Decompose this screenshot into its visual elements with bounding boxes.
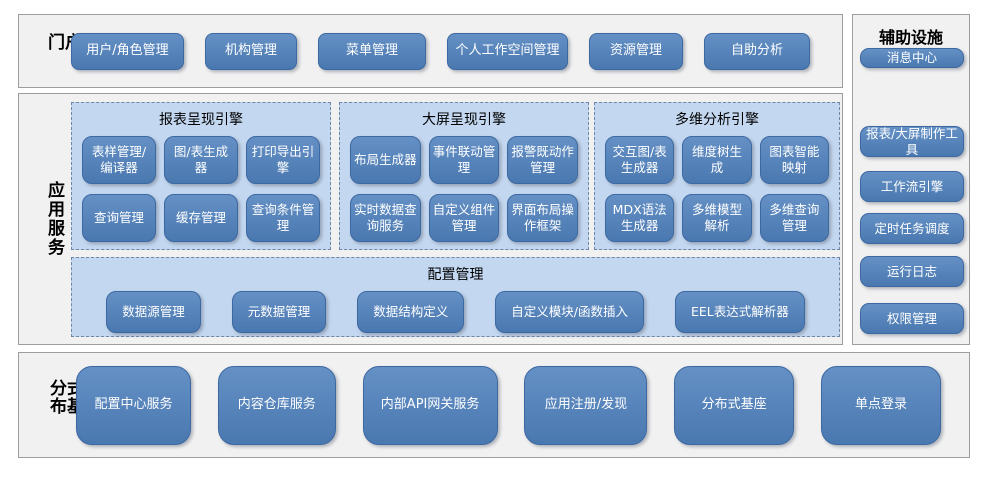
node-interactive-chart-generator: 交互图/表生成器 bbox=[605, 136, 675, 184]
node-app-register-discovery: 应用注册/发现 bbox=[524, 366, 648, 445]
node-run-log: 运行日志 bbox=[860, 256, 964, 287]
multidim-analysis-engine-title: 多维分析引擎 bbox=[675, 112, 759, 128]
node-print-export-engine: 打印导出引擎 bbox=[246, 136, 320, 184]
portal-node-row: 用户/角色管理 机构管理 菜单管理 个人工作空间管理 资源管理 自助分析 bbox=[71, 15, 834, 87]
node-query-condition-mgmt: 查询条件管理 bbox=[246, 194, 320, 242]
app-services-section: 应用服务 报表呈现引擎 表样管理/编译器 图/表生成器 打印导出引擎 查询管理 … bbox=[18, 93, 843, 345]
node-ui-layout-operation-framework: 界面布局操作框架 bbox=[507, 194, 578, 242]
config-mgmt-row: 数据源管理 元数据管理 数据结构定义 自定义模块/函数插入 EEL表达式解析器 bbox=[72, 291, 839, 333]
node-eel-expression-parser: EEL表达式解析器 bbox=[675, 291, 805, 333]
node-org-mgmt: 机构管理 bbox=[205, 32, 297, 70]
report-render-engine-group: 报表呈现引擎 表样管理/编译器 图/表生成器 打印导出引擎 查询管理 缓存管理 … bbox=[71, 102, 331, 250]
node-datasource-mgmt: 数据源管理 bbox=[106, 291, 201, 333]
auxiliary-facilities-section: 辅助设施 报表/大屏制作工具 工作流引擎 定时任务调度 运行日志 权限管理 消息… bbox=[852, 14, 970, 345]
node-scheduled-task-scheduler: 定时任务调度 bbox=[860, 213, 964, 244]
node-message-center: 消息中心 bbox=[860, 48, 964, 68]
multidim-analysis-engine-group: 多维分析引擎 交互图/表生成器 维度树生成 图表智能映射 MDX语法生成器 多维… bbox=[594, 102, 840, 250]
config-mgmt-group: 配置管理 数据源管理 元数据管理 数据结构定义 自定义模块/函数插入 EEL表达… bbox=[71, 257, 840, 337]
node-realtime-data-query-service: 实时数据查询服务 bbox=[350, 194, 421, 242]
node-multidim-query-mgmt: 多维查询管理 bbox=[759, 194, 829, 242]
node-dimension-tree-generation: 维度树生成 bbox=[682, 136, 752, 184]
node-alarm-action-mgmt: 报警既动作管理 bbox=[507, 136, 578, 184]
bigscreen-render-engine-group: 大屏呈现引擎 布局生成器 事件联动管理 报警既动作管理 实时数据查询服务 自定义… bbox=[339, 102, 589, 250]
node-data-structure-definition: 数据结构定义 bbox=[357, 291, 465, 333]
bigscreen-render-engine-grid: 布局生成器 事件联动管理 报警既动作管理 实时数据查询服务 自定义组件管理 界面… bbox=[340, 129, 588, 242]
distributed-foundation-section: 分布式基础 配置中心服务 内容仓库服务 内部API网关服务 应用注册/发现 分布… bbox=[18, 352, 970, 458]
node-event-linkage-mgmt: 事件联动管理 bbox=[428, 136, 500, 184]
report-render-engine-grid: 表样管理/编译器 图/表生成器 打印导出引擎 查询管理 缓存管理 查询条件管理 bbox=[72, 129, 330, 242]
node-menu-mgmt: 菜单管理 bbox=[318, 32, 426, 70]
node-self-service-analysis: 自助分析 bbox=[704, 32, 810, 70]
node-permission-mgmt: 权限管理 bbox=[860, 303, 964, 334]
app-services-section-label: 应用服务 bbox=[44, 181, 64, 257]
node-content-repo-service: 内容仓库服务 bbox=[217, 366, 336, 445]
node-metadata-mgmt: 元数据管理 bbox=[231, 291, 327, 333]
node-personal-workspace-mgmt: 个人工作空间管理 bbox=[447, 32, 568, 70]
node-workflow-engine: 工作流引擎 bbox=[860, 171, 964, 202]
auxiliary-facilities-title: 辅助设施 bbox=[878, 28, 943, 47]
node-cache-mgmt: 缓存管理 bbox=[164, 194, 238, 242]
node-resource-mgmt: 资源管理 bbox=[589, 32, 683, 70]
config-mgmt-title: 配置管理 bbox=[427, 267, 484, 283]
node-query-mgmt: 查询管理 bbox=[82, 194, 156, 242]
portal-section: 门户 用户/角色管理 机构管理 菜单管理 个人工作空间管理 资源管理 自助分析 bbox=[18, 14, 843, 88]
node-distributed-base: 分布式基座 bbox=[674, 366, 795, 445]
bigscreen-render-engine-title: 大屏呈现引擎 bbox=[422, 112, 506, 128]
node-single-sign-on: 单点登录 bbox=[820, 366, 941, 445]
node-multidim-model-parsing: 多维模型解析 bbox=[682, 194, 752, 242]
node-internal-api-gateway-service: 内部API网关服务 bbox=[362, 366, 498, 445]
report-render-engine-title: 报表呈现引擎 bbox=[159, 112, 243, 128]
node-report-bigscreen-authoring-tool: 报表/大屏制作工具 bbox=[860, 126, 964, 157]
distributed-node-row: 配置中心服务 内容仓库服务 内部API网关服务 应用注册/发现 分布式基座 单点… bbox=[76, 366, 941, 445]
node-mdx-syntax-generator: MDX语法生成器 bbox=[605, 194, 675, 242]
node-report-style-mgmt-compiler: 表样管理/编译器 bbox=[82, 136, 156, 184]
node-chart-smart-mapping: 图表智能映射 bbox=[759, 136, 829, 184]
multidim-analysis-engine-grid: 交互图/表生成器 维度树生成 图表智能映射 MDX语法生成器 多维模型解析 多维… bbox=[595, 129, 839, 242]
node-chart-table-generator: 图/表生成器 bbox=[164, 136, 238, 184]
node-custom-component-mgmt: 自定义组件管理 bbox=[428, 194, 500, 242]
node-custom-module-function-insert: 自定义模块/函数插入 bbox=[495, 291, 644, 333]
node-layout-generator: 布局生成器 bbox=[350, 136, 421, 184]
node-config-center-service: 配置中心服务 bbox=[76, 366, 191, 445]
node-user-role-mgmt: 用户/角色管理 bbox=[71, 32, 184, 70]
